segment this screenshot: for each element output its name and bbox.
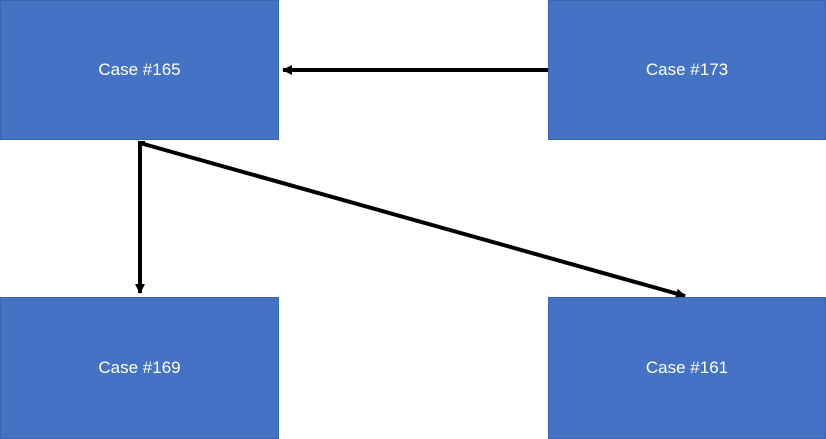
- node-case-165: Case #165: [0, 0, 279, 140]
- node-label: Case #161: [645, 358, 729, 377]
- node-label: Case #165: [98, 60, 181, 79]
- edge-165-to-169: [135, 141, 145, 294]
- node-label: Case #169: [98, 358, 181, 377]
- edge-165-to-161: [139, 141, 686, 299]
- node-label: Case #173: [645, 60, 729, 79]
- node-case-169: Case #169: [0, 297, 279, 439]
- node-case-173: Case #173: [548, 0, 826, 140]
- node-case-161: Case #161: [548, 297, 826, 439]
